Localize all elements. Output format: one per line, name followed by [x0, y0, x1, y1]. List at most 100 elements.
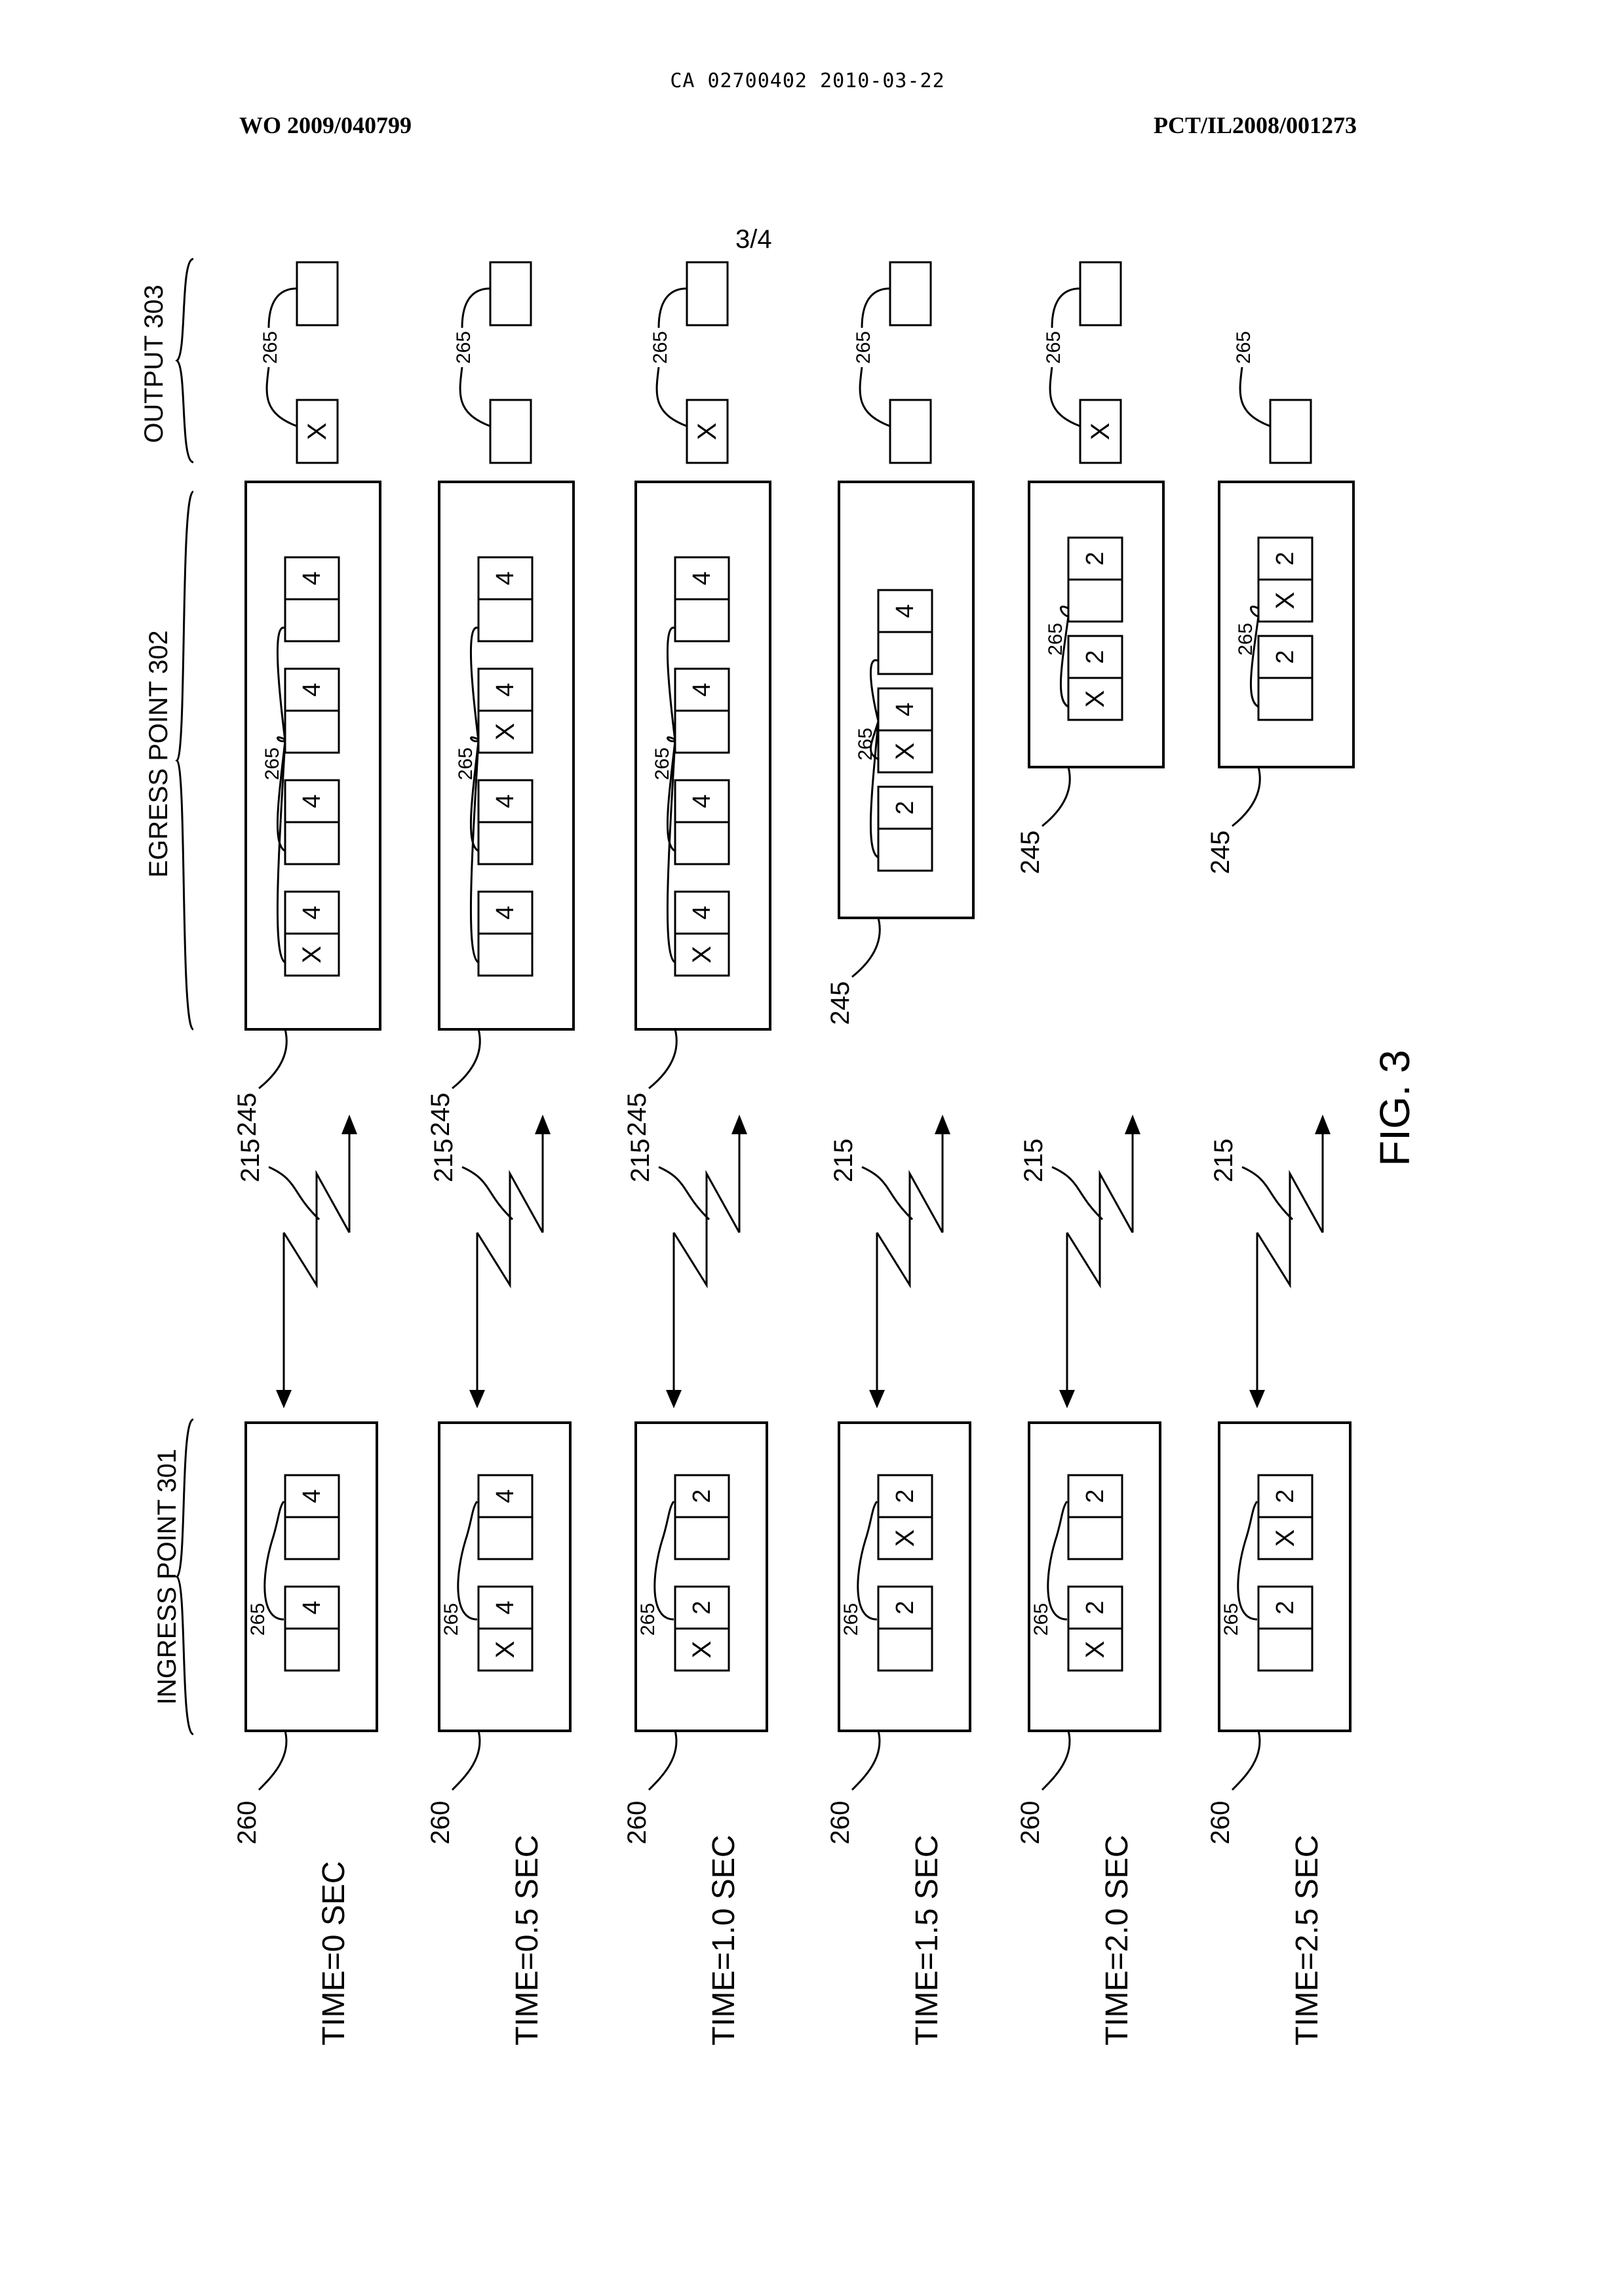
egress-column-label: EGRESS POINT 302	[144, 630, 173, 877]
ref-260: 260	[426, 1801, 455, 1845]
packet-count: 4	[298, 1600, 326, 1614]
ingress-packet: 4	[478, 1475, 532, 1559]
packet-mark: X	[891, 1530, 920, 1547]
ref-265: 265	[1043, 331, 1064, 364]
egress-point-box: 4X444265245	[233, 482, 380, 1136]
leader-260	[1232, 1731, 1260, 1790]
packet-count: 2	[1272, 551, 1299, 565]
packet-count: 2	[891, 1600, 919, 1614]
time-step-row: TIME=2.0 SEC2X22652602152X2265245X265	[1016, 262, 1163, 2046]
egress-packet: 4	[675, 557, 729, 641]
egress-packet: 4	[675, 780, 729, 864]
packet-count: 2	[1272, 1600, 1299, 1614]
queue-leader	[1060, 606, 1068, 616]
ingress-packet: 4	[285, 1587, 339, 1671]
ref-260: 260	[623, 1801, 652, 1845]
ref-245: 245	[623, 1093, 652, 1137]
ingress-packet: 2X	[1068, 1587, 1122, 1671]
link-zigzag	[877, 1174, 943, 1285]
leader-245	[1232, 767, 1260, 826]
output-cells: X 265	[650, 262, 728, 463]
output-cell	[490, 262, 531, 325]
leader-260	[452, 1731, 480, 1790]
ref-245: 245	[233, 1093, 262, 1137]
output-mark: X	[693, 423, 722, 441]
ref-265: 265	[650, 331, 671, 364]
time-step-row: TIME=1.5 SEC22X26526021524X4265245265	[826, 262, 973, 2046]
arrow-down-icon	[666, 1390, 682, 1408]
leader-260	[649, 1731, 676, 1790]
egress-packet: 2	[1068, 538, 1122, 622]
output-mark: X	[1086, 423, 1115, 441]
packet-count: 4	[492, 1600, 519, 1614]
packet-count: 4	[492, 1489, 519, 1503]
ref-260: 260	[1016, 1801, 1045, 1845]
packet-count: 4	[298, 905, 326, 919]
ingress-packet: 2X	[675, 1587, 729, 1671]
time-step-row: TIME=0.5 SEC4X4265260215444X4265245265	[426, 262, 574, 2046]
time-label: TIME=1.0 SEC	[707, 1835, 741, 2046]
link-zigzag	[674, 1174, 739, 1285]
packet-mark: X	[688, 1641, 716, 1659]
egress-packet: 4X	[478, 669, 532, 753]
time-step-row: TIME=0 SEC442652602154X444265245X265	[233, 262, 380, 2046]
leader-245	[1042, 767, 1070, 826]
output-cells: X265	[260, 262, 338, 463]
link-215: 215	[829, 1115, 950, 1408]
egress-packet: 4X	[675, 892, 729, 976]
output-leader	[860, 367, 890, 426]
ref-265: 265	[262, 747, 283, 780]
link-215: 215	[1019, 1115, 1140, 1408]
time-label: TIME=2.5 SEC	[1290, 1835, 1325, 2046]
ingress-packet: 2X	[878, 1475, 932, 1559]
output-cell	[1080, 262, 1121, 325]
link-zigzag	[477, 1174, 543, 1285]
time-label: TIME=0 SEC	[317, 1861, 351, 2046]
ref-265: 265	[1220, 1603, 1242, 1636]
packet-count: 4	[492, 683, 519, 696]
time-step-row: TIME=1.0 SEC2X22652602154X444265245X265	[623, 262, 770, 2046]
packet-count: 4	[688, 794, 716, 808]
packet-mark: X	[1081, 1641, 1110, 1659]
egress-point-box: 22X265245	[1206, 482, 1353, 874]
queue-leader	[667, 627, 675, 741]
egress-packet: 2	[878, 787, 932, 871]
output-cell	[1270, 400, 1311, 463]
packet-count: 2	[1272, 1489, 1299, 1503]
output-cells: 265	[1233, 331, 1311, 463]
packet-mark: X	[1271, 592, 1300, 610]
packet-count: 4	[891, 604, 919, 618]
leader-260	[1042, 1731, 1070, 1790]
packet-count: 2	[1081, 1600, 1109, 1614]
ingress-point-box: 22X265260	[826, 1423, 970, 1844]
leader-215	[659, 1167, 709, 1219]
ref-265: 265	[840, 1603, 862, 1636]
arrow-down-icon	[1249, 1390, 1265, 1408]
output-cell	[490, 400, 531, 463]
egress-packet: 4	[478, 892, 532, 976]
ingress-point-box: 2X2265260	[623, 1423, 767, 1844]
link-zigzag	[284, 1174, 349, 1285]
output-leader	[462, 288, 490, 328]
packet-count: 2	[891, 801, 919, 814]
queue-bracket	[655, 1501, 674, 1619]
output-leader	[657, 367, 687, 426]
ingress-point-box: 4X4265260	[426, 1423, 570, 1844]
packet-mark: X	[891, 743, 920, 761]
link-zigzag	[1257, 1174, 1323, 1285]
ref-265: 265	[853, 331, 874, 364]
leader-260	[259, 1731, 286, 1790]
ref-265: 265	[440, 1603, 462, 1636]
ref-265: 265	[247, 1603, 269, 1636]
egress-packet: 4	[285, 780, 339, 864]
time-label: TIME=0.5 SEC	[510, 1835, 545, 2046]
output-leader	[269, 288, 297, 328]
egress-point-box: 4X444265245	[623, 482, 770, 1136]
packet-mark: X	[1081, 690, 1110, 708]
output-cell	[687, 262, 728, 325]
egress-packet: 4	[675, 669, 729, 753]
output-column-label: OUTPUT 303	[140, 285, 168, 443]
packet-count: 2	[688, 1489, 716, 1503]
ref-265: 265	[1233, 331, 1255, 364]
leader-215	[462, 1167, 513, 1219]
